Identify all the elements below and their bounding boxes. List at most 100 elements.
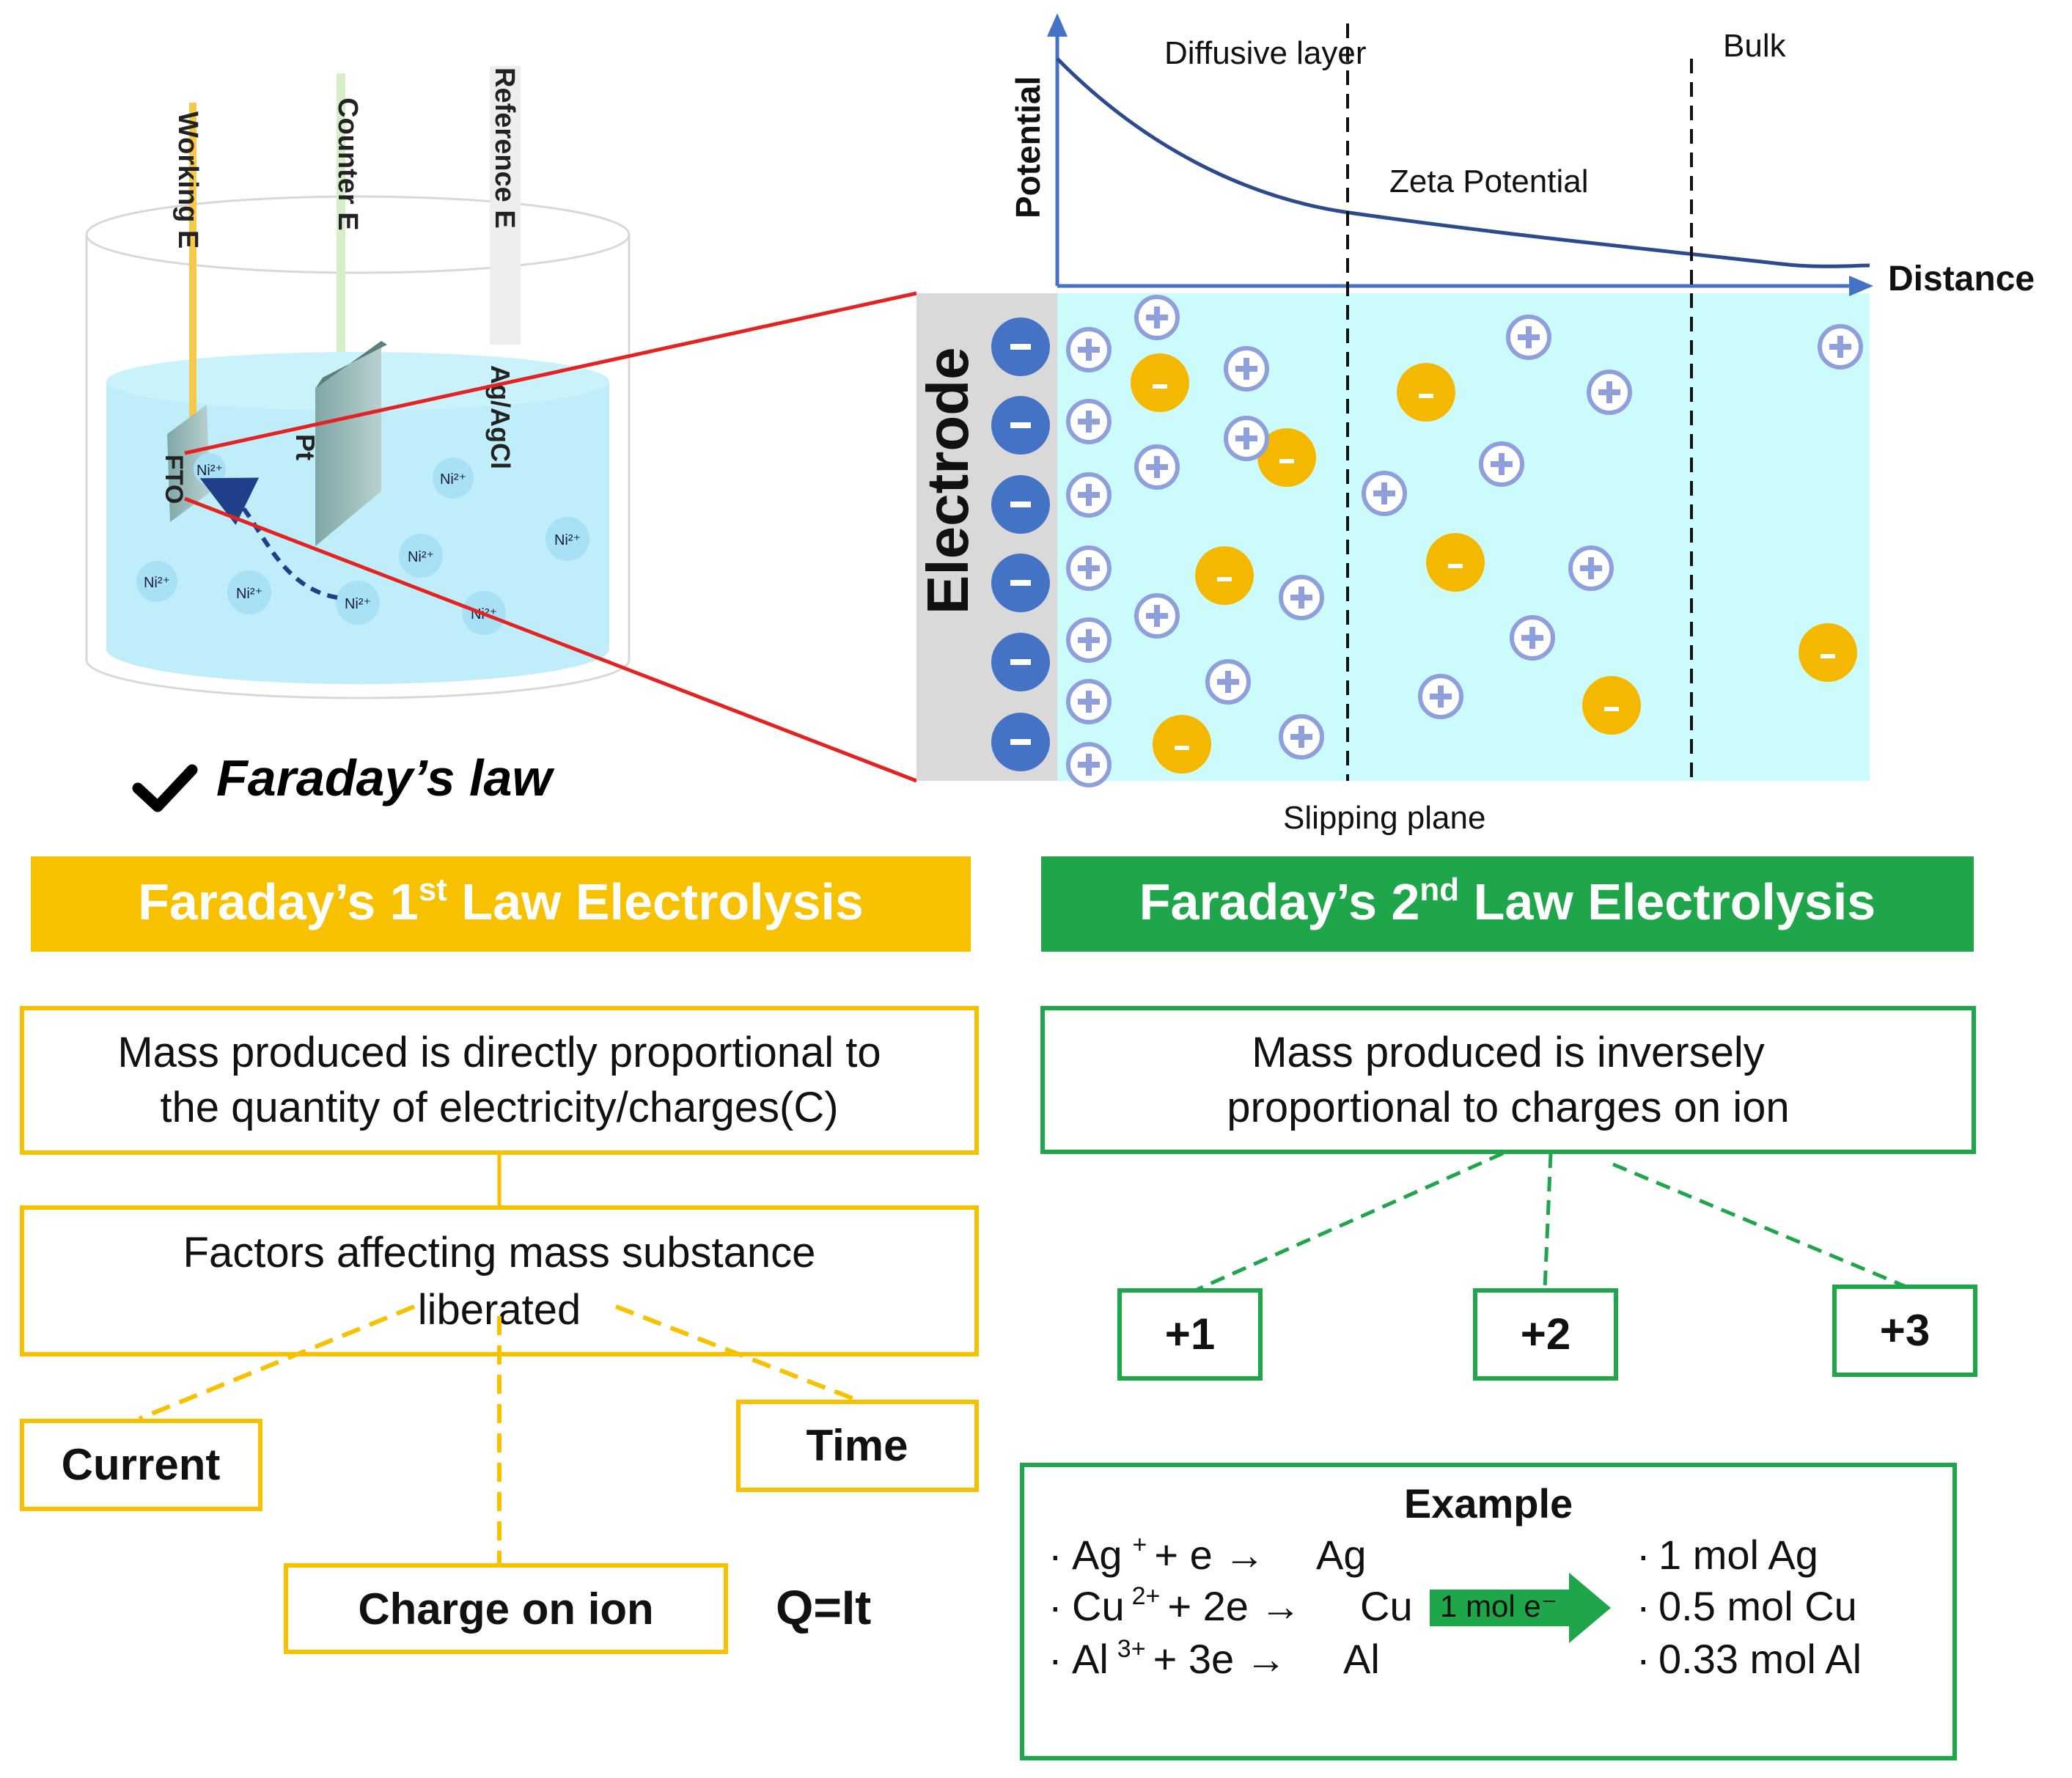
second-law-banner — [1041, 856, 1974, 952]
anion — [1426, 533, 1485, 592]
charge-on-ion-box — [284, 1563, 728, 1654]
example-box — [1020, 1463, 1957, 1760]
electrode-negative-charge — [991, 475, 1050, 534]
cation — [1279, 714, 1324, 760]
anions — [1131, 353, 1857, 774]
ni-ion: Ni²⁺ — [399, 534, 443, 578]
anion — [1195, 546, 1254, 605]
charge-plus2-box — [1473, 1288, 1618, 1381]
svg-text:·: · — [1636, 1532, 1650, 1578]
counter-electrode-wire — [337, 73, 345, 352]
factors-line1: Factors affecting mass substance — [183, 1229, 816, 1276]
cation — [1568, 545, 1614, 591]
cation — [1818, 324, 1863, 370]
electrode-negative-charge — [991, 317, 1050, 376]
bulk-label: Bulk — [1723, 28, 1787, 64]
second-law-statement-line1: Mass produced is inversely — [1252, 1029, 1765, 1076]
svg-text:Ag++ e →: Ag++ e → — [1072, 1531, 1265, 1578]
cation — [1479, 441, 1524, 487]
formula-q-it: Q=It — [776, 1580, 871, 1634]
svg-text:Ni²⁺: Ni²⁺ — [196, 463, 223, 479]
first-law-statement-line2: the quantity of electricity/charges(C) — [160, 1084, 838, 1131]
zeta-potential-label: Zeta Potential — [1389, 164, 1589, 199]
check-icon — [132, 764, 198, 812]
anion — [1257, 428, 1316, 487]
cation — [1066, 679, 1112, 724]
electrode-block — [916, 293, 1057, 781]
electrochemical-cell: Working E Counter E Reference E FTO Pt A… — [85, 66, 917, 783]
charge-on-ion-label: Charge on ion — [358, 1584, 653, 1634]
ni-ion: Ni²⁺ — [194, 453, 226, 485]
current-box — [20, 1419, 262, 1511]
result-item: · 1 mol Ag — [1636, 1532, 1818, 1578]
time-box — [736, 1400, 979, 1492]
cation — [1587, 370, 1632, 415]
cation — [1510, 615, 1555, 661]
ni-ion: Ni²⁺ — [433, 458, 474, 499]
cation — [1134, 295, 1180, 340]
pt-plate — [315, 341, 381, 546]
svg-text:Ni²⁺: Ni²⁺ — [554, 532, 581, 548]
svg-text:·: · — [1048, 1636, 1062, 1682]
electrode-negative-charge — [991, 396, 1050, 455]
cation — [1362, 471, 1407, 516]
ni-ion: Ni²⁺ — [336, 581, 380, 625]
time-label: Time — [807, 1421, 908, 1470]
svg-text:Ni²⁺: Ni²⁺ — [408, 549, 434, 565]
svg-text:Cu2++ 2e →: Cu2++ 2e → — [1072, 1582, 1301, 1629]
migration-arrow — [199, 477, 338, 600]
current-label: Current — [62, 1440, 221, 1489]
faraday-law-text: Faraday’s law — [216, 749, 555, 807]
reference-electrode-body — [490, 66, 521, 345]
fto-label: FTO — [160, 455, 188, 504]
svg-text:Ni²⁺: Ni²⁺ — [236, 586, 262, 602]
cation — [1066, 545, 1112, 591]
svg-text:Ni²⁺: Ni²⁺ — [440, 471, 466, 488]
slipping-plane-label: Slipping plane — [1283, 800, 1485, 836]
conversion-arrow — [1430, 1573, 1611, 1643]
conversion-arrow-label: 1 mol e⁻ — [1440, 1589, 1557, 1623]
svg-text:Ni²⁺: Ni²⁺ — [144, 575, 170, 591]
svg-text:0.33 mol Al: 0.33 mol Al — [1658, 1636, 1862, 1682]
first-law-statement-box — [20, 1006, 979, 1155]
cation — [1066, 327, 1112, 372]
double-layer-diagram: Electrode Potential Distance Diffusive l… — [915, 13, 2035, 836]
y-axis-label: Potential — [1009, 76, 1047, 218]
electrode-negative-charge — [991, 633, 1050, 691]
first-law-banner — [31, 856, 971, 952]
svg-text:Ag: Ag — [1316, 1532, 1367, 1578]
charge-plus3-box — [1832, 1285, 1977, 1377]
working-electrode-wire — [189, 103, 196, 429]
second-law-statement-line2: proportional to charges on ion — [1227, 1084, 1789, 1131]
cation — [1066, 742, 1112, 787]
ni-ion: Ni²⁺ — [545, 517, 589, 561]
anion — [1131, 353, 1189, 412]
faraday-law-heading: Faraday’s law — [132, 749, 555, 812]
svg-text:·: · — [1636, 1636, 1650, 1682]
ni-ion: Ni²⁺ — [136, 561, 177, 602]
cation — [1279, 575, 1324, 620]
anion — [1397, 363, 1455, 422]
electrode-charges — [991, 317, 1050, 771]
svg-text:0.5 mol Cu: 0.5 mol Cu — [1658, 1583, 1857, 1629]
second-law-title: Faraday’s 2nd Law Electrolysis — [1139, 872, 1876, 930]
cation — [1224, 416, 1269, 461]
cation — [1418, 674, 1463, 719]
result-item: · 0.5 mol Cu — [1636, 1583, 1857, 1629]
electrode-negative-charge — [991, 713, 1050, 771]
second-law-statement-box — [1040, 1006, 1976, 1154]
charge-plus2: +2 — [1521, 1309, 1570, 1359]
svg-text:·: · — [1048, 1583, 1062, 1629]
anion — [1582, 676, 1641, 735]
cation — [1066, 472, 1112, 518]
electrode-label: Electrode — [915, 347, 980, 614]
zoom-line-bottom — [184, 496, 917, 783]
anion — [1153, 715, 1211, 774]
cation — [1066, 399, 1112, 444]
svg-text:·: · — [1636, 1583, 1650, 1629]
beaker-rim — [85, 195, 631, 274]
svg-text:Ni²⁺: Ni²⁺ — [345, 596, 371, 612]
